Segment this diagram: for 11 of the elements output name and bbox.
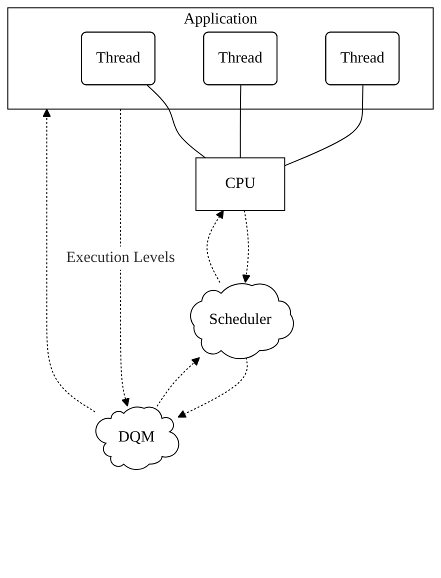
arrow — [120, 108, 130, 407]
arrow — [242, 210, 251, 283]
arrow — [42, 108, 96, 412]
connector — [240, 84, 242, 158]
arrow — [156, 357, 200, 407]
arrow — [206, 210, 224, 284]
edge-label: Execution Levels — [66, 249, 175, 266]
node-box: CPU — [195, 157, 286, 211]
arrow — [178, 357, 248, 418]
connector — [284, 84, 364, 166]
connector — [146, 84, 206, 158]
